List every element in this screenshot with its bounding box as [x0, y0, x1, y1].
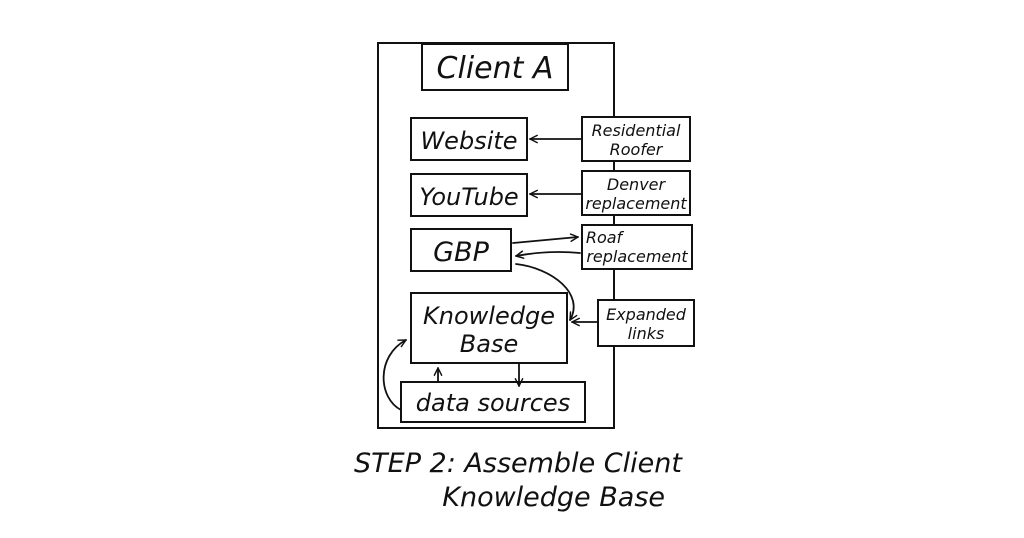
- residential-roofer-node: Residential Roofer: [581, 116, 691, 162]
- youtube-node: YouTube: [410, 173, 528, 217]
- roaf-replacement-label-line2: replacement: [586, 247, 688, 266]
- website-node: Website: [410, 117, 528, 161]
- roaf-replacement-node: Roaf replacement: [581, 224, 693, 270]
- denver-replacement-node: Denver replacement: [581, 170, 691, 216]
- gbp-label: GBP: [433, 237, 489, 268]
- knowledge-base-label-line1: Knowledge: [423, 302, 555, 330]
- arrow-roaf-to-gbp: [515, 250, 581, 259]
- arrow-feedback-loop: [382, 339, 407, 411]
- client-title-box: Client A: [421, 43, 569, 91]
- caption-line2: Knowledge Base: [442, 482, 665, 513]
- residential-roofer-label-line1: Residential: [592, 121, 681, 140]
- denver-replacement-label-line1: Denver: [607, 175, 667, 194]
- roaf-replacement-label-line1: Roaf: [586, 228, 625, 247]
- knowledge-base-node: Knowledge Base: [410, 292, 568, 364]
- expanded-links-label-line2: links: [628, 324, 665, 343]
- client-title: Client A: [437, 51, 554, 86]
- youtube-label: YouTube: [419, 183, 518, 211]
- data-sources-label: data sources: [416, 389, 570, 417]
- arrow-gbp-to-roaf: [512, 233, 579, 244]
- gbp-node: GBP: [410, 228, 512, 272]
- data-sources-node: data sources: [400, 381, 586, 423]
- knowledge-base-label-line2: Base: [460, 330, 518, 358]
- caption-line1: STEP 2: Assemble Client: [354, 448, 683, 479]
- denver-replacement-label-line2: replacement: [585, 194, 687, 213]
- expanded-links-label-line1: Expanded: [606, 305, 687, 324]
- website-label: Website: [420, 127, 517, 155]
- arrow-gbp-to-knowledge-base: [515, 263, 578, 321]
- residential-roofer-label-line2: Roofer: [610, 140, 664, 159]
- expanded-links-node: Expanded links: [597, 299, 695, 347]
